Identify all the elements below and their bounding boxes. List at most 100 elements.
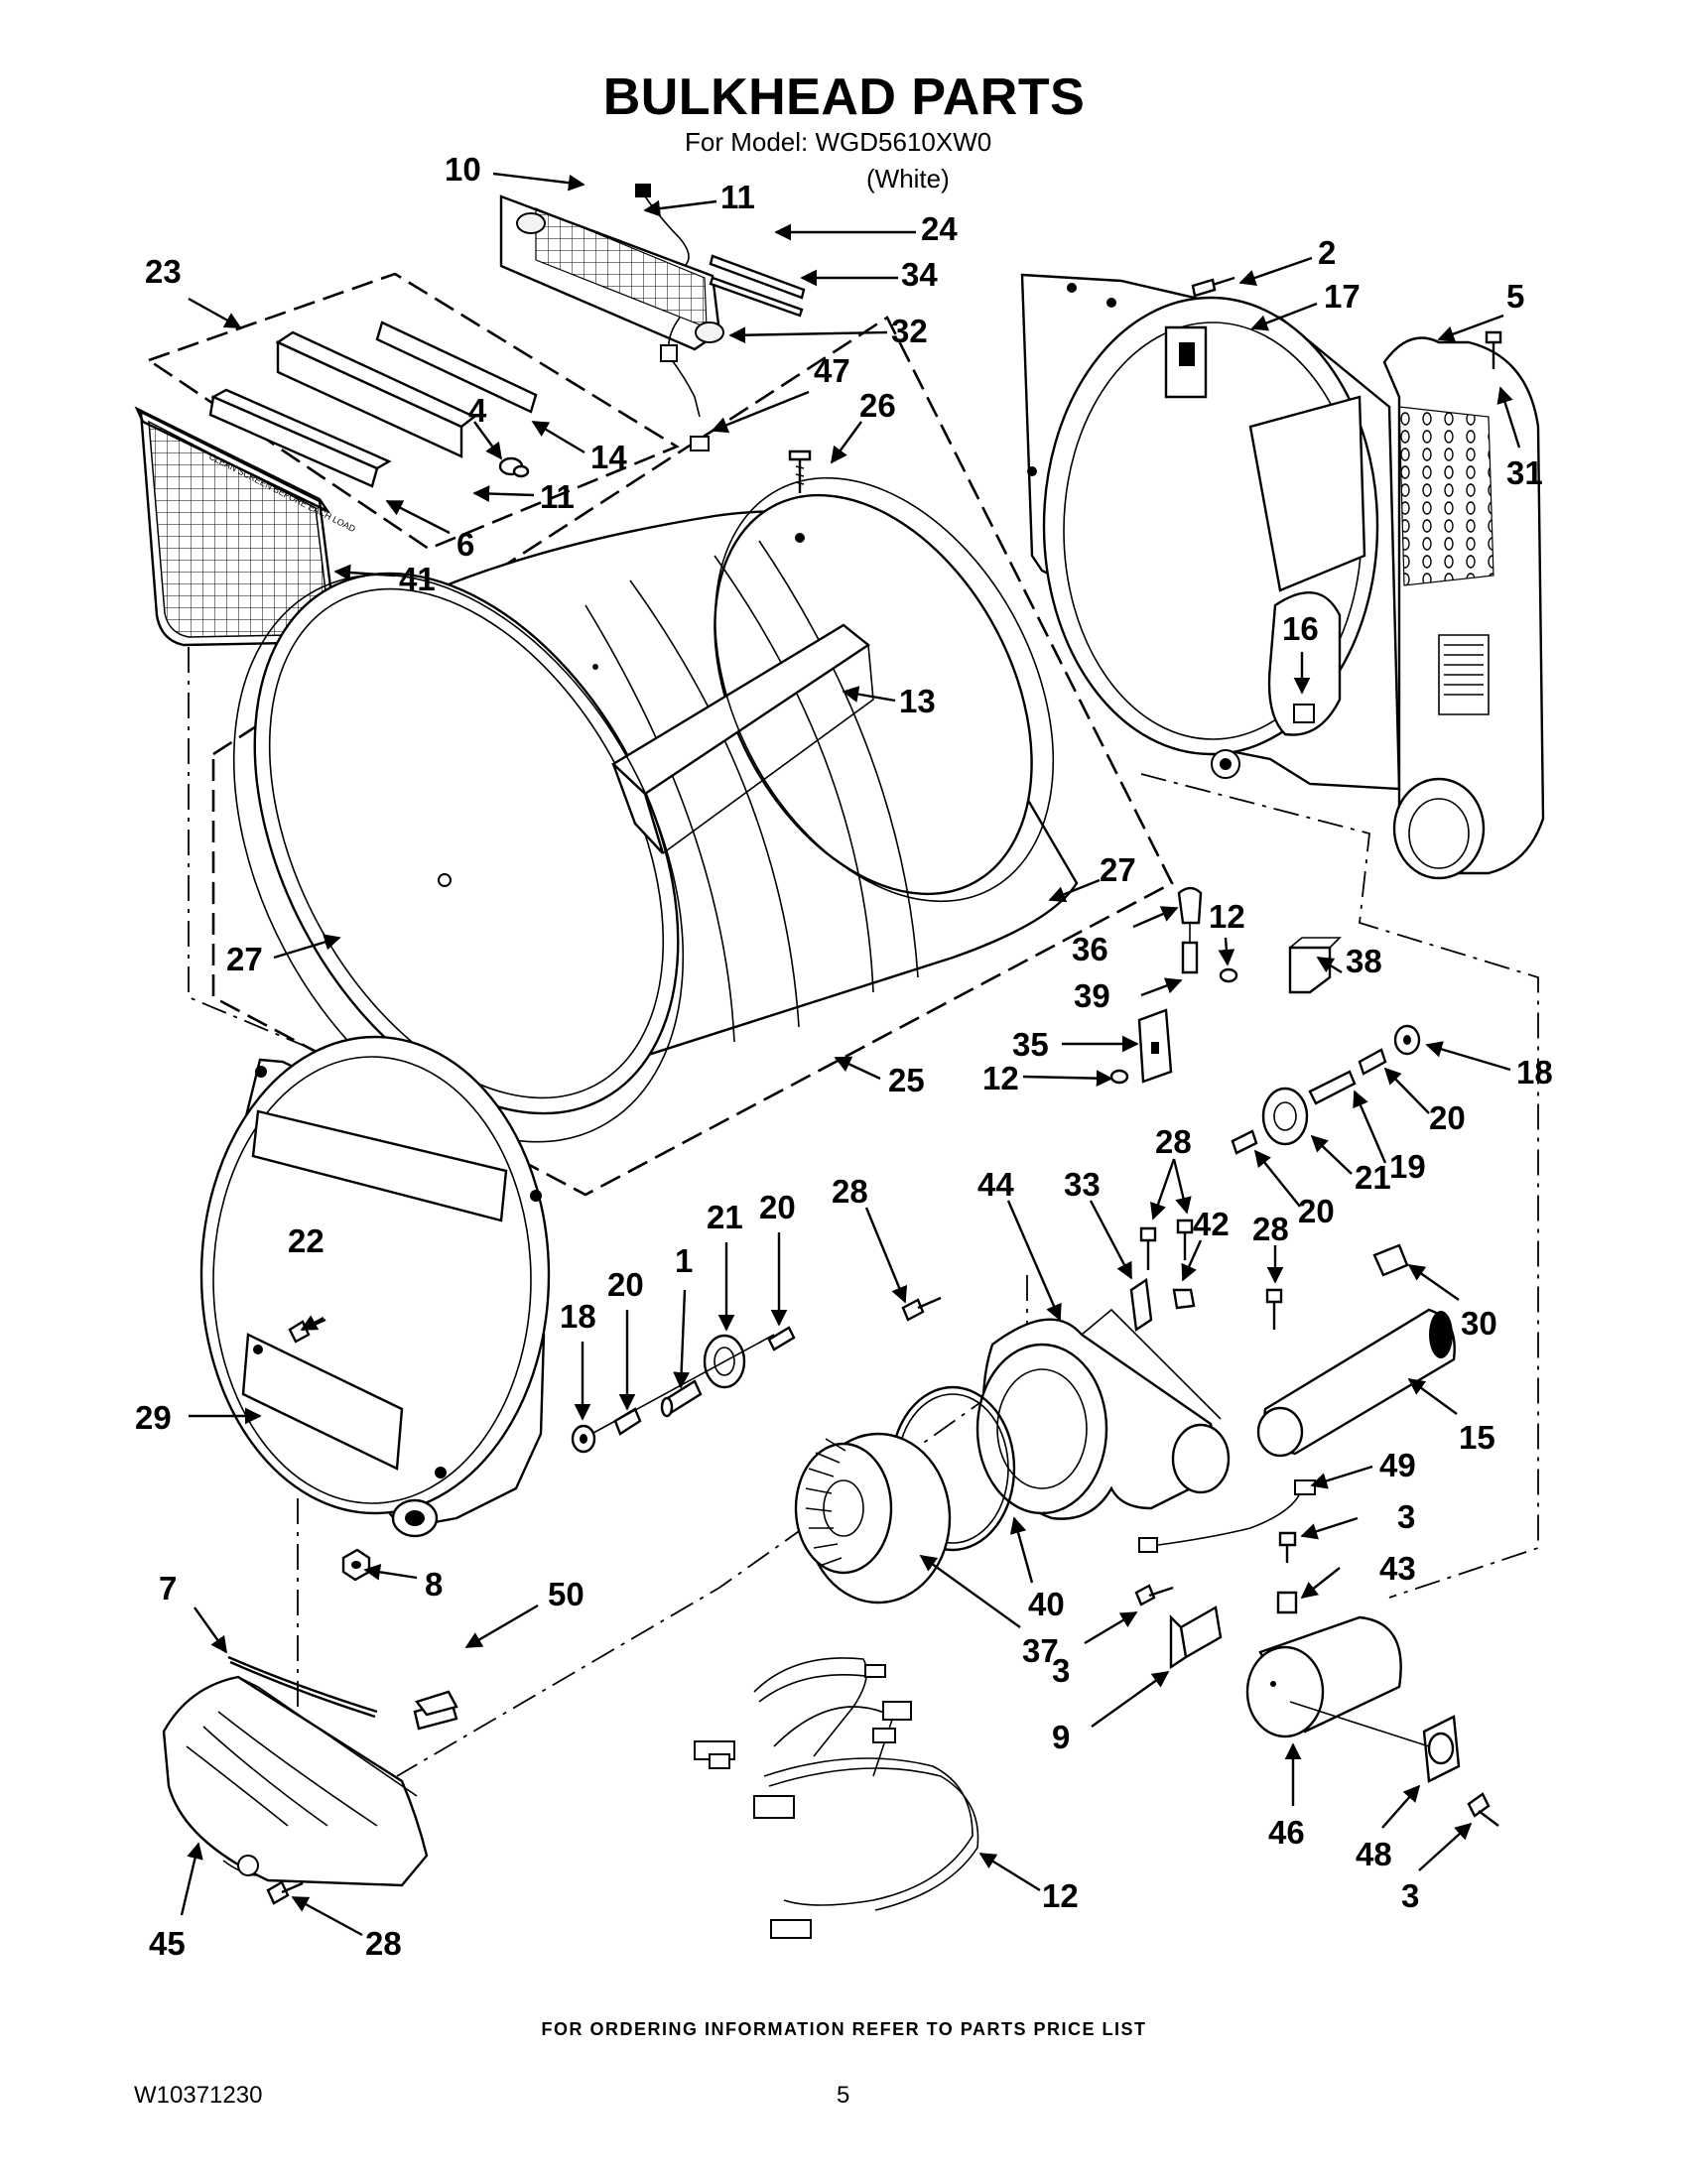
callout-46: 46 (1268, 1814, 1305, 1851)
duct-clip (1372, 1243, 1409, 1277)
callout-8: 8 (425, 1566, 443, 1603)
igniter-bracket (1137, 1008, 1173, 1084)
rear-drum-roller (1231, 1024, 1421, 1155)
callout-43: 43 (1379, 1550, 1416, 1587)
door-seal-strip (227, 1655, 378, 1719)
callout-3-sensor: 3 (1401, 1877, 1419, 1914)
igniter (1177, 886, 1203, 974)
callout-50: 50 (548, 1576, 584, 1612)
callout-23: 23 (145, 253, 182, 290)
nut (341, 1548, 371, 1582)
callout-37: 37 (1022, 1632, 1059, 1669)
front-bulkhead-line (188, 556, 343, 1063)
callout-39: 39 (1074, 977, 1110, 1014)
wire-harness (694, 1657, 979, 1939)
model-line: For Model: WGD5610XW0 (685, 127, 992, 157)
leader-lines (180, 172, 1521, 1937)
flame-sensor-bracket (1288, 937, 1342, 994)
callout-19: 19 (1389, 1148, 1426, 1185)
callout-25: 25 (888, 1062, 925, 1098)
lint-screen-kit-boundary (146, 272, 680, 551)
heater-duct-cover (1382, 336, 1545, 880)
callout-36: 36 (1072, 931, 1108, 967)
callout-27-front: 27 (226, 941, 263, 977)
callout-28-front: 28 (365, 1925, 402, 1962)
callout-20-rear-b: 20 (1298, 1193, 1335, 1229)
page-number: 5 (837, 2082, 850, 2109)
callout-35: 35 (1012, 1026, 1049, 1063)
lint-grille-cover (499, 194, 806, 351)
drum-screw (788, 450, 812, 493)
callout-17: 17 (1324, 278, 1361, 315)
drum-seal (232, 476, 1055, 1143)
callout-33: 33 (1064, 1166, 1101, 1203)
callout-9: 9 (1052, 1719, 1070, 1755)
callout-47: 47 (814, 352, 850, 389)
burner-tube (1245, 1615, 1402, 1738)
bulkhead-screw (1191, 276, 1235, 298)
front-bulkhead (199, 1035, 551, 1538)
document-number: W10371230 (134, 2082, 263, 2109)
callout-38: 38 (1346, 943, 1382, 979)
callout-3-thermostat: 3 (1397, 1498, 1415, 1535)
callout-22: 22 (288, 1222, 325, 1259)
callout-labels: 10 11 24 34 32 47 23 4 14 11 6 41 26 13 … (135, 151, 1553, 1962)
callout-16: 16 (1282, 610, 1319, 647)
callout-3-bracket: 3 (1052, 1652, 1070, 1689)
blower-wheel (794, 1432, 952, 1605)
lint-duct-front (162, 1675, 429, 1887)
callout-42: 42 (1193, 1206, 1230, 1242)
callout-45: 45 (149, 1925, 186, 1962)
callout-29: 29 (135, 1399, 172, 1436)
blower-screw (901, 1219, 1283, 1330)
small-screw (1109, 967, 1238, 1085)
callout-18-rear: 18 (1516, 1054, 1553, 1091)
blower-housing (975, 1308, 1231, 1520)
callout-12-harness: 12 (1042, 1877, 1079, 1914)
callout-20-front-b: 20 (759, 1189, 796, 1225)
thermostat-screw (1134, 1531, 1499, 1827)
drum-assembly-boundary (211, 316, 1174, 1197)
callout-32: 32 (891, 313, 928, 349)
callout-12-top: 12 (1209, 898, 1245, 935)
callout-27-rear: 27 (1100, 851, 1136, 888)
page-title: BULKHEAD PARTS (602, 68, 1086, 126)
callout-28-blower: 28 (832, 1173, 868, 1210)
callout-10: 10 (445, 151, 481, 188)
front-drum-roller (571, 1326, 796, 1454)
callout-11: 11 (720, 179, 755, 215)
callout-6: 6 (456, 526, 474, 563)
callout-21-rear: 21 (1355, 1159, 1391, 1196)
callout-48: 48 (1356, 1836, 1392, 1872)
callout-4: 4 (468, 392, 487, 429)
callout-41: 41 (399, 561, 436, 597)
callout-28-pair: 28 (1155, 1123, 1192, 1160)
door-strike (413, 1690, 458, 1731)
color-line: (White) (866, 164, 950, 193)
lint-screen: CLEAN SCREEN BEFORE EACH LOAD (134, 406, 357, 647)
lint-duct-grille-frame (208, 321, 538, 488)
front-panel-screw (266, 1880, 304, 1905)
callout-20-front-a: 20 (607, 1266, 644, 1303)
callout-15: 15 (1459, 1419, 1495, 1456)
callout-5: 5 (1506, 278, 1524, 315)
rear-bulkhead (1020, 273, 1401, 791)
callout-28-duct: 28 (1252, 1211, 1289, 1247)
callout-14: 14 (590, 439, 627, 475)
callout-7: 7 (159, 1570, 177, 1606)
callout-13: 13 (899, 683, 936, 719)
callout-49: 49 (1379, 1447, 1416, 1483)
callout-21-front: 21 (707, 1199, 743, 1235)
duct-cover-screw (1485, 330, 1502, 369)
rear-bulkhead-line (1140, 773, 1539, 1599)
callout-2: 2 (1318, 234, 1336, 271)
callout-11-lint: 11 (540, 478, 575, 515)
callout-18-front: 18 (560, 1298, 596, 1335)
callout-31: 31 (1506, 454, 1543, 491)
callout-20-rear-a: 20 (1429, 1099, 1466, 1136)
callout-40: 40 (1028, 1586, 1065, 1622)
callout-34: 34 (901, 256, 938, 293)
callout-30: 30 (1461, 1305, 1497, 1342)
callout-1: 1 (675, 1242, 693, 1279)
